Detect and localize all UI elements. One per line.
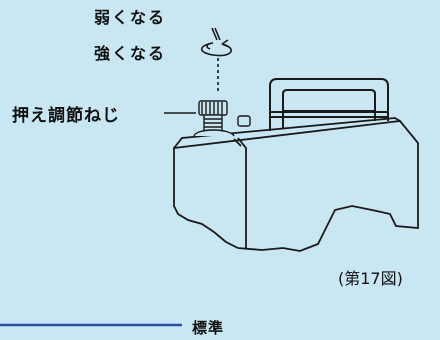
pressure-screw-label: 押え調節ねじ [12,106,120,126]
tank-body [173,117,419,252]
small-cap [237,115,251,127]
adjusting-screw [193,100,235,137]
weaker-label: 弱くなる [94,8,167,27]
handle [269,78,389,131]
standard-label: 標準 [192,319,225,337]
rotation-arrow-icon [200,27,232,92]
stronger-label: 強くなる [94,44,167,63]
figure-number: (第17図) [338,269,403,288]
